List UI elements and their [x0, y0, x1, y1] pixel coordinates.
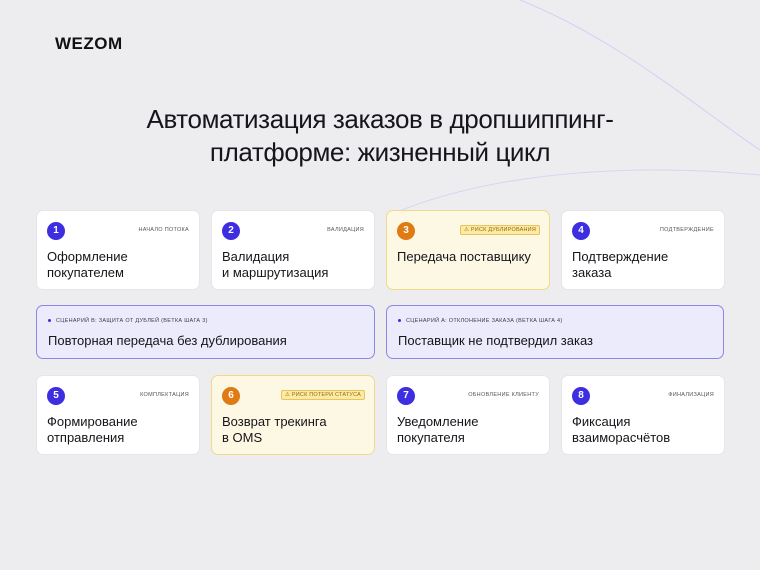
bullet-dot-icon — [48, 319, 51, 323]
step-number-badge: 1 — [47, 222, 65, 240]
step-card-7: 7 ОБНОВЛЕНИЕ КЛИЕНТУ Уведомление покупат… — [387, 376, 549, 454]
step-card-3: 3 ⚠ РИСК ДУБЛИРОВАНИЯ Передача поставщик… — [387, 211, 549, 289]
step-tag: ВАЛИДАЦИЯ — [327, 227, 364, 233]
risk-badge: ⚠ РИСК ПОТЕРИ СТАТУСА — [281, 390, 365, 400]
title-line-1: Автоматизация заказов в дропшиппинг- — [146, 104, 614, 134]
step-label: Валидация и маршрутизация — [222, 249, 329, 280]
step-card-4: 4 ПОДТВЕРЖДЕНИЕ Подтверждение заказа — [562, 211, 724, 289]
step-card-2: 2 ВАЛИДАЦИЯ Валидация и маршрутизация — [212, 211, 374, 289]
step-label: Возврат трекинга в OMS — [222, 414, 327, 445]
step-label: Фиксация взаиморасчётов — [572, 414, 671, 445]
step-number-badge: 3 — [397, 222, 415, 240]
step-label: Подтверждение заказа — [572, 249, 669, 280]
step-tag: НАЧАЛО ПОТОКА — [138, 227, 189, 233]
step-tag: ПОДТВЕРЖДЕНИЕ — [659, 227, 714, 233]
step-number-badge: 8 — [572, 387, 590, 405]
step-label: Оформление покупателем — [47, 249, 128, 280]
step-label: Уведомление покупателя — [397, 414, 479, 445]
scenario-tag: СЦЕНАРИЙ A: ОТКЛОНЕНИЕ ЗАКАЗА (ВЕТКА ШАГ… — [398, 318, 563, 324]
scenario-b-box: СЦЕНАРИЙ B: ЗАЩИТА ОТ ДУБЛЕЙ (ВЕТКА ШАГА… — [37, 306, 374, 358]
step-card-1: 1 НАЧАЛО ПОТОКА Оформление покупателем — [37, 211, 199, 289]
step-number-badge: 6 — [222, 387, 240, 405]
step-number-badge: 5 — [47, 387, 65, 405]
step-label: Передача поставщику — [397, 249, 531, 264]
step-number-badge: 2 — [222, 222, 240, 240]
step-number-badge: 4 — [572, 222, 590, 240]
step-tag: ФИНАЛИЗАЦИЯ — [668, 392, 714, 398]
wezom-logo: WEZOM — [55, 34, 123, 53]
step-tag: ОБНОВЛЕНИЕ КЛИЕНТУ — [468, 392, 539, 398]
step-card-6: 6 ⚠ РИСК ПОТЕРИ СТАТУСА Возврат трекинга… — [212, 376, 374, 454]
page-title: Автоматизация заказов в дропшиппинг- пла… — [0, 103, 760, 169]
bullet-dot-icon — [398, 319, 401, 323]
scenario-a-box: СЦЕНАРИЙ A: ОТКЛОНЕНИЕ ЗАКАЗА (ВЕТКА ШАГ… — [387, 306, 723, 358]
scenario-label: Повторная передача без дублирования — [48, 333, 287, 348]
step-label: Формирование отправления — [47, 414, 138, 445]
step-number-badge: 7 — [397, 387, 415, 405]
scenario-label: Поставщик не подтвердил заказ — [398, 333, 593, 348]
title-line-2: платформе: жизненный цикл — [209, 137, 551, 167]
step-card-5: 5 КОМПЛЕКТАЦИЯ Формирование отправления — [37, 376, 199, 454]
step-card-8: 8 ФИНАЛИЗАЦИЯ Фиксация взаиморасчётов — [562, 376, 724, 454]
step-tag: КОМПЛЕКТАЦИЯ — [140, 392, 189, 398]
risk-badge: ⚠ РИСК ДУБЛИРОВАНИЯ — [460, 225, 540, 235]
scenario-tag: СЦЕНАРИЙ B: ЗАЩИТА ОТ ДУБЛЕЙ (ВЕТКА ШАГА… — [48, 318, 208, 324]
